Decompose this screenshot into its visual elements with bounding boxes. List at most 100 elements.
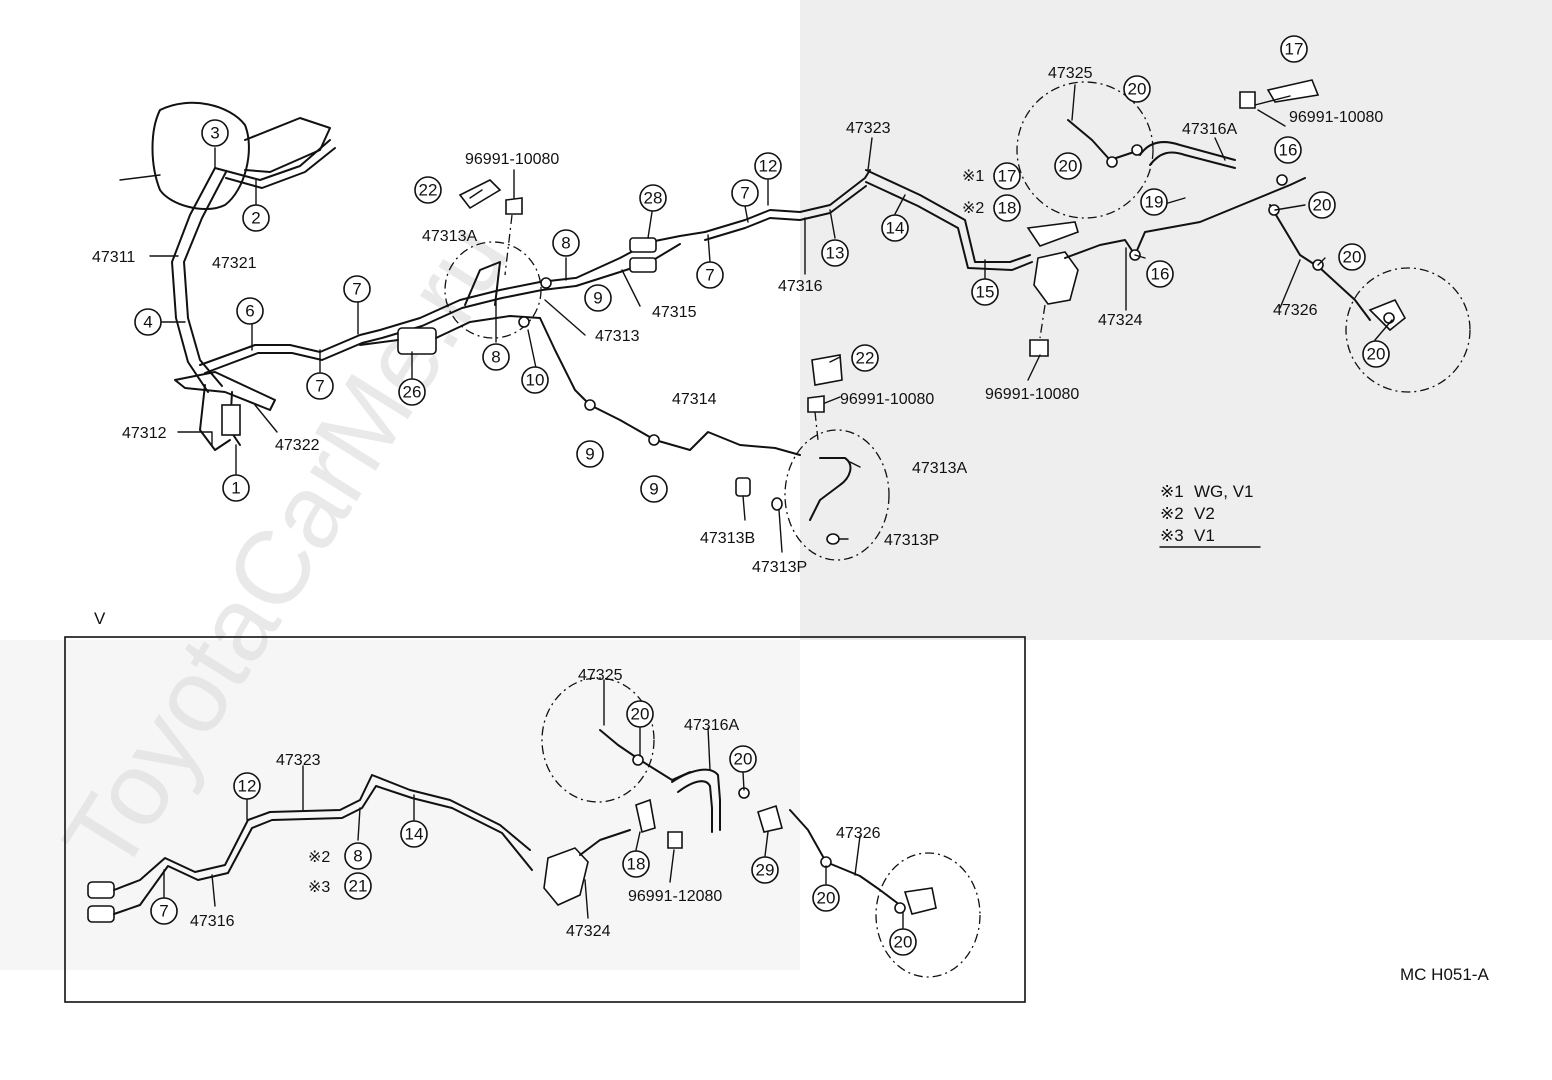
clamp-9c (540, 277, 552, 289)
line-47323 (865, 169, 1031, 263)
line-47312 (199, 384, 231, 451)
lower-label-47326: 47326 (836, 825, 881, 842)
lower-assembly (87, 677, 981, 978)
label-47322: 47322 (275, 437, 320, 454)
clamp-20a (1106, 156, 1118, 168)
leader-lines-upper (149, 84, 1393, 553)
callout-8b: 8 (482, 343, 510, 371)
svg-text:16: 16 (1279, 141, 1298, 160)
union-fitting (221, 404, 241, 436)
label-47313P-a: 47313P (752, 559, 807, 576)
svg-text:26: 26 (403, 383, 422, 402)
leader-dash-b (814, 411, 819, 441)
wheel-circle-lower (784, 429, 890, 561)
callout-13: 13 (821, 239, 849, 267)
lower-clip-96991 (667, 831, 683, 849)
clamp-9b (648, 434, 660, 446)
svg-text:7: 7 (352, 280, 361, 299)
part-labels-upper: 47311 47321 47312 47322 47313A 47313 473… (92, 65, 1383, 576)
fitting-left-a (87, 881, 115, 899)
callout-18-upper: 18 (993, 194, 1021, 222)
lower-clip-29 (757, 804, 783, 833)
label-47313A-upper: 47313A (422, 228, 477, 245)
svg-text:20: 20 (894, 933, 913, 952)
svg-text:9: 9 (649, 480, 658, 499)
callout-9c: 9 (640, 475, 668, 503)
svg-text:7: 7 (315, 377, 324, 396)
svg-text:3: 3 (210, 124, 219, 143)
lower-bracket-18 (635, 798, 656, 834)
line-47311-top (214, 139, 331, 181)
label-47325-upper: 47325 (1048, 65, 1093, 82)
proportioning-valve (397, 327, 437, 355)
junction-block (1033, 251, 1079, 305)
svg-text:9: 9 (593, 289, 602, 308)
wheel-circle-upper-right (1016, 81, 1154, 219)
lower-wheel-circle-right (875, 852, 981, 978)
label-96991-10080-b: 96991-10080 (840, 391, 934, 408)
note-3-mark: ※3 (1160, 526, 1184, 545)
line-47314 (539, 317, 801, 456)
callout-2: 2 (242, 204, 270, 232)
callout-20b: 20 (1054, 152, 1082, 180)
svg-text:7: 7 (159, 902, 168, 921)
fitting-28a (629, 237, 657, 253)
lower-callout-20d: 20 (889, 928, 917, 956)
svg-text:8: 8 (491, 348, 500, 367)
label-47316A-upper: 47316A (1182, 121, 1237, 138)
svg-text:20: 20 (1367, 345, 1386, 364)
label-47312: 47312 (122, 425, 167, 442)
master-cylinder-outline (151, 101, 250, 210)
hose-47313A-lower (809, 457, 852, 521)
svg-text:1: 1 (231, 479, 240, 498)
section-label: V (94, 609, 106, 628)
lower-callout-18: 18 (622, 850, 650, 878)
lower-line-47316-b (113, 785, 533, 915)
svg-text:29: 29 (756, 861, 775, 880)
part-labels-lower: 47323 47316 47325 47316A 47324 47326 969… (190, 667, 881, 940)
lower-label-47323: 47323 (276, 752, 321, 769)
clip-22-lower (811, 354, 843, 386)
label-47313P-b: 47313P (884, 532, 939, 549)
shaded-background (800, 0, 1552, 640)
svg-text:18: 18 (627, 855, 646, 874)
callout-26: 26 (398, 378, 426, 406)
svg-text:20: 20 (1059, 157, 1078, 176)
note-2-text: V2 (1194, 504, 1215, 523)
bolt-47313B (735, 477, 751, 497)
mark-2-upper: ※2 (962, 200, 984, 217)
callout-20e: 20 (1362, 340, 1390, 368)
clamp-9a (584, 399, 596, 411)
svg-text:2: 2 (251, 209, 260, 228)
lower-wheel-circle-left (541, 677, 655, 803)
lower-clamp-20d (894, 902, 906, 914)
label-96991-10080-c: 96991-10080 (985, 386, 1079, 403)
label-96991-10080-d: 96991-10080 (1289, 109, 1383, 126)
note-2-mark: ※2 (1160, 504, 1184, 523)
svg-text:22: 22 (856, 349, 875, 368)
svg-text:8: 8 (561, 234, 570, 253)
callout-17-left: 17 (993, 162, 1021, 190)
line-47316-left-b (204, 285, 577, 374)
svg-text:6: 6 (245, 302, 254, 321)
mark-1-upper: ※1 (962, 168, 984, 185)
lower-label-47324: 47324 (566, 923, 611, 940)
lower-line-47324 (579, 829, 631, 856)
clip-96991-b (807, 395, 825, 413)
line-47325 (1067, 119, 1141, 161)
distribution-bracket (174, 371, 276, 411)
variant-section-box (64, 636, 1026, 1003)
line-47315-b (575, 243, 681, 287)
lower-callout-7: 7 (150, 897, 178, 925)
hose-47316A (1139, 141, 1236, 161)
lower-label-47316A: 47316A (684, 717, 739, 734)
lower-hose-47316A-b (677, 780, 713, 833)
label-47315: 47315 (652, 304, 697, 321)
clamp-10 (518, 316, 530, 328)
lower-callout-20c: 20 (812, 884, 840, 912)
svg-text:9: 9 (585, 445, 594, 464)
bracket-17 (1266, 79, 1320, 103)
clamp-20b (1131, 144, 1143, 156)
hose-47316A-b (1149, 151, 1236, 169)
